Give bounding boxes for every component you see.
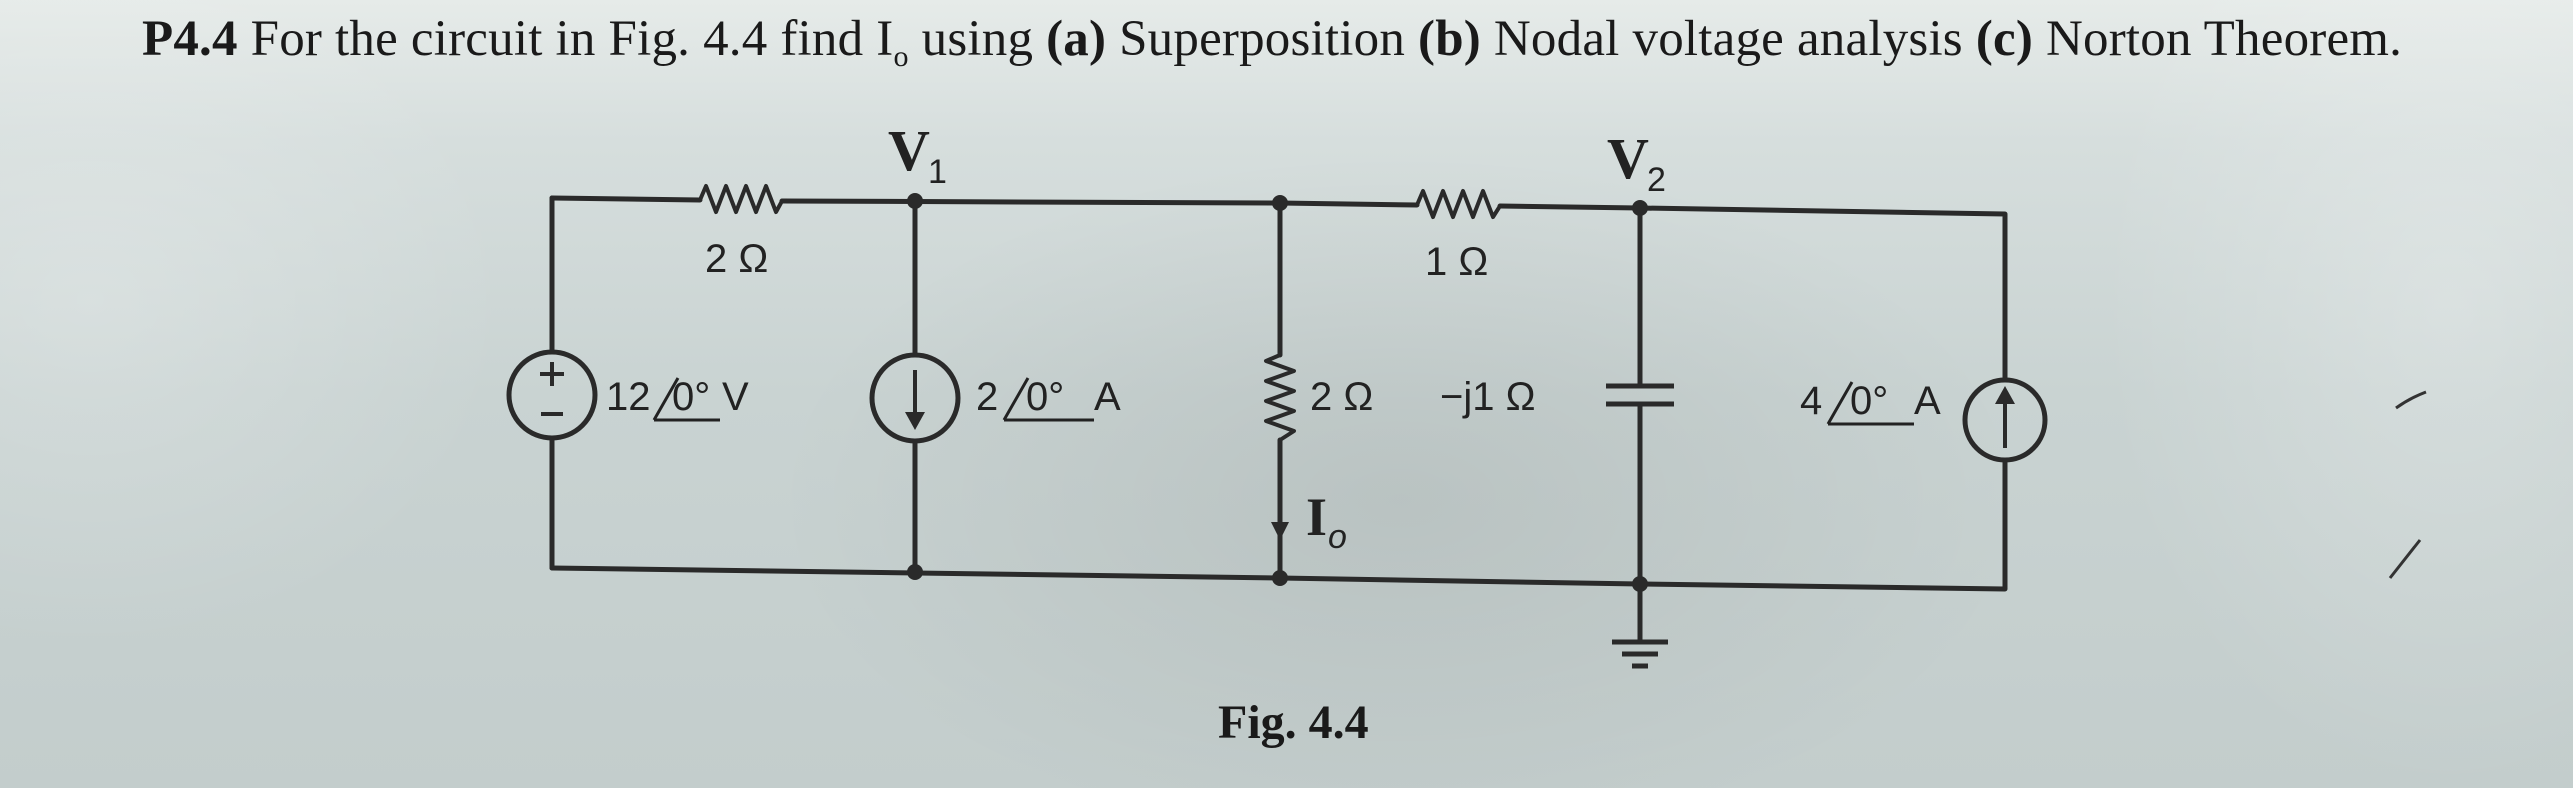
wire-top-mid (1277, 200, 1420, 208)
problem-text-1: For the circuit in Fig. 4.4 find I (237, 11, 894, 67)
method-b: Nodal voltage analysis (1480, 11, 1976, 67)
wire-top-left (549, 195, 703, 203)
part-b-label: (b) (1418, 11, 1481, 67)
node-dot-bottom-1 (907, 564, 923, 580)
angle-symbol (1826, 381, 1914, 426)
method-c: Norton Theorem. (2033, 11, 2403, 67)
label-isrc1-angle: 0° (1026, 375, 1064, 419)
label-isrc2-angle: 0° (1850, 379, 1888, 423)
label-io: I (1306, 487, 1327, 547)
resistor-2ohm-middle (1264, 353, 1296, 442)
node-label-v2-sub: 2 (1647, 161, 1666, 199)
node-dot-bottom-2 (1272, 570, 1288, 586)
label-vsrc-unit: V (722, 375, 749, 419)
label-isrc2-mag: 4 (1800, 379, 1822, 423)
ground-icon (1612, 639, 1668, 669)
angle-symbol (1002, 377, 1094, 422)
node-dot-mid-top (1272, 195, 1288, 211)
arrow-up-icon (1995, 386, 2015, 404)
capacitor-symbol (1606, 383, 1674, 407)
label-vsrc-mag: 12 (606, 375, 651, 419)
problem-number: P4.4 (142, 11, 238, 67)
node-label-v2: V (1607, 126, 1649, 191)
voltage-source (506, 349, 598, 441)
node-dot-v1 (907, 193, 923, 209)
resistor-2ohm-top (698, 184, 784, 214)
label-isrc1-unit: A (1094, 375, 1121, 419)
label-r-middle: 2 Ω (1310, 375, 1373, 419)
node-label-v1-sub: 1 (928, 153, 947, 191)
arrow-down-icon (905, 412, 925, 430)
method-a: Superposition (1106, 11, 1419, 67)
angle-symbol (652, 377, 720, 422)
label-vsrc-angle: 0° (672, 375, 710, 419)
io-arrow-icon (1271, 490, 1289, 540)
problem-text-subscript: o (893, 40, 909, 74)
part-a-label: (a) (1046, 11, 1107, 67)
wire-top-v1 (779, 198, 1283, 206)
problem-statement: P4.4 For the circuit in Fig. 4.4 find Io… (142, 10, 2542, 74)
label-isrc1-mag: 2 (976, 375, 998, 419)
wire-top-v2 (1497, 203, 2008, 383)
part-c-label: (c) (1975, 11, 2034, 67)
label-r-top-left: 2 Ω (705, 237, 768, 281)
pen-marks (2388, 390, 2427, 579)
problem-text-2: using (908, 11, 1047, 67)
label-capacitor: −j1 Ω (1440, 375, 1536, 419)
label-io-sub: o (1328, 518, 1347, 556)
label-r-top-right: 1 Ω (1425, 240, 1488, 284)
node-dot-v2 (1632, 200, 1648, 216)
node-label-v1: V (888, 118, 930, 183)
node-dot-bottom-3 (1632, 576, 1648, 592)
figure-caption: Fig. 4.4 (1218, 696, 1369, 749)
label-isrc2-unit: A (1914, 379, 1941, 423)
resistor-1ohm-top (1415, 189, 1502, 219)
